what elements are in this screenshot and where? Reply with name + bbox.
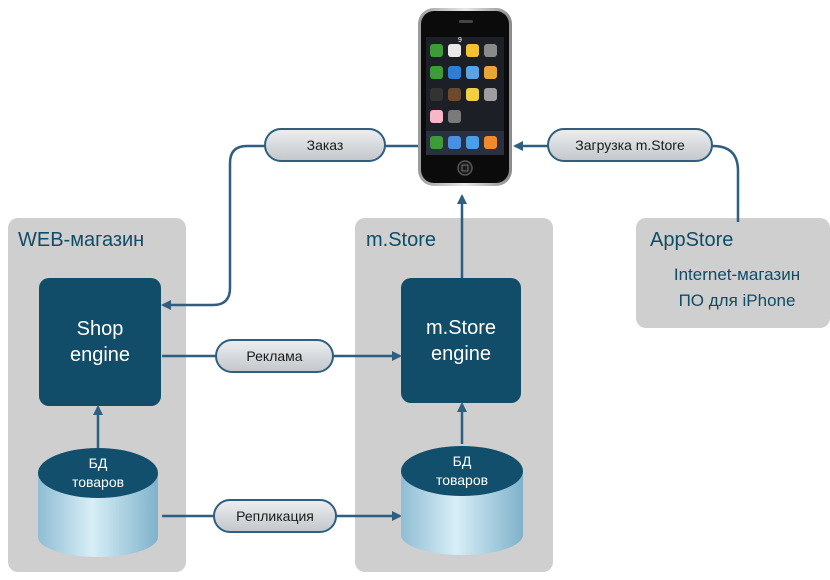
appstore-title: AppStore [650,229,734,251]
replication-pill: Репликация [213,499,337,533]
mstore-engine-line-2: engine [430,342,492,365]
mstore-db-line-2: товаров [435,471,489,488]
appstore-desc-line-2: ПО для iPhone [678,290,796,310]
mstore-title: m.Store [366,229,437,251]
mstore-engine-box: m.Store engine [401,278,521,403]
web-db-line-2: товаров [71,473,125,490]
mstore-db-line-1: БД [452,453,472,469]
shop-engine-line-1: Shop [76,318,124,340]
mstore-db-label: БД товаров [422,452,502,490]
replication-label: Репликация [236,508,314,524]
phone-status-time: 9 [458,37,462,44]
shop-engine-line-2: engine [69,344,131,366]
web-db-cylinder [38,448,158,557]
download-label: Загрузка m.Store [575,137,685,153]
phone-app-icons [426,44,504,155]
order-label: Заказ [306,137,344,153]
appstore-desc-line-1: Internet-магазин [673,265,801,284]
shop-engine-box: Shop engine [39,278,161,406]
mstore-engine-line-1: m.Store [425,316,497,339]
ads-label: Реклама [246,348,303,364]
order-pill: Заказ [264,128,386,162]
web-db-line-1: БД [88,455,108,471]
iphone-image [418,8,512,186]
web-store-title: WEB-магазин [18,229,145,251]
web-db-label: БД товаров [58,454,138,492]
order-arrow [161,144,418,310]
download-pill: Загрузка m.Store [547,128,713,162]
appstore-description: Internet-магазин ПО для iPhone [642,262,830,313]
ads-pill: Реклама [215,339,334,373]
download-arrow [513,141,740,222]
mstore-db-cylinder [401,446,523,555]
appstore-panel [636,218,830,328]
